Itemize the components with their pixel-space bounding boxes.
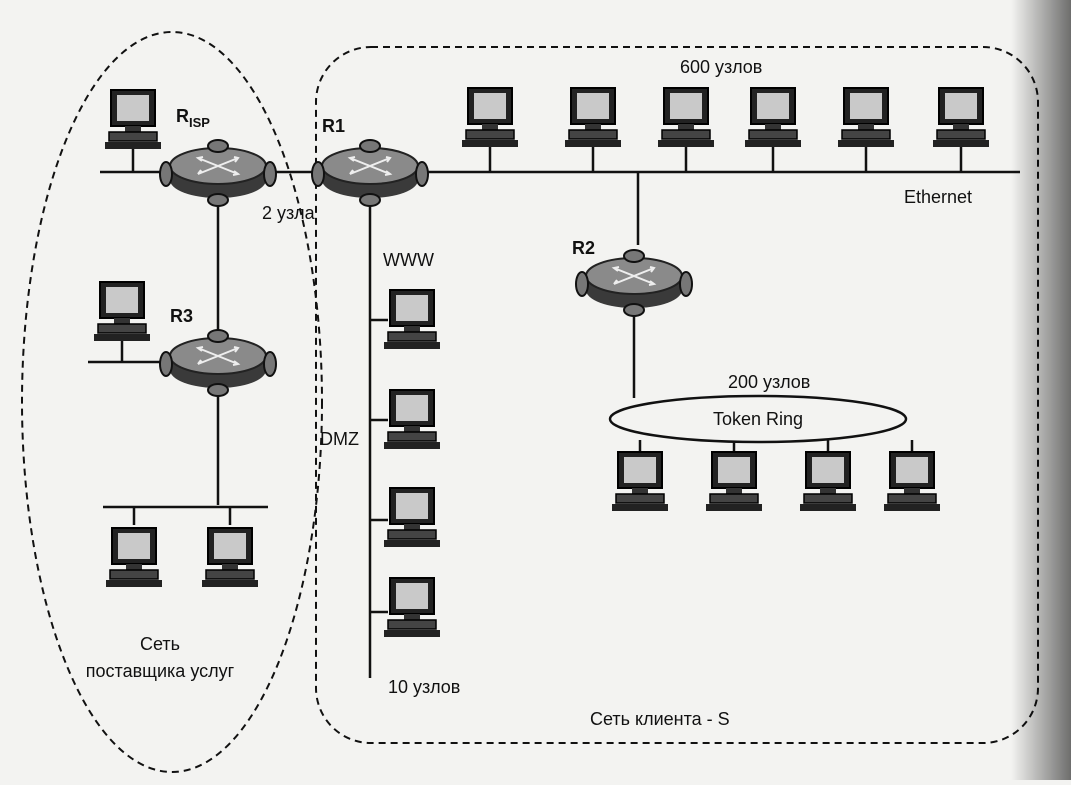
- token-nodes-label: 200 узлов: [728, 372, 810, 392]
- computer: [799, 451, 857, 512]
- router-r1: [311, 139, 429, 207]
- computer: [564, 87, 622, 148]
- computer: [611, 451, 669, 512]
- dmz-server: [383, 487, 441, 548]
- www-server: [383, 289, 441, 350]
- router-r2-label: R2: [572, 238, 595, 258]
- router-r3-label: R3: [170, 306, 193, 326]
- dmz-server: [383, 577, 441, 638]
- computer: [105, 527, 163, 588]
- router-r3: [159, 329, 277, 397]
- router-r-isp: [159, 139, 277, 207]
- computer: [201, 527, 259, 588]
- computer: [932, 87, 990, 148]
- computer: [657, 87, 715, 148]
- dmz-nodes-label: 10 узлов: [388, 677, 460, 697]
- client-network-boundary: [315, 46, 1039, 744]
- token-ring-label: Token Ring: [713, 409, 803, 429]
- computer: [104, 89, 162, 150]
- computer: [93, 281, 151, 342]
- www-label: WWW: [383, 250, 434, 270]
- provider-caption-line2: поставщика услуг: [86, 661, 235, 681]
- page-edge-shadow: [1011, 0, 1071, 780]
- computer: [461, 87, 519, 148]
- link-nodes-label: 2 узла: [262, 203, 316, 223]
- computer: [744, 87, 802, 148]
- dmz-server: [383, 389, 441, 450]
- provider-network-boundary: [21, 31, 323, 773]
- router-r1-label: R1: [322, 116, 345, 136]
- client-network-caption: Сеть клиента - S: [590, 709, 730, 729]
- computer: [837, 87, 895, 148]
- router-r-isp-label: RISP: [176, 106, 210, 130]
- computer: [883, 451, 941, 512]
- dmz-label: DMZ: [320, 429, 359, 449]
- ethernet-nodes-label: 600 узлов: [680, 57, 762, 77]
- router-r2: [575, 249, 693, 317]
- provider-caption-line1: Сеть: [140, 634, 180, 654]
- token-ring: [608, 394, 908, 444]
- ethernet-label: Ethernet: [904, 187, 972, 207]
- computer: [705, 451, 763, 512]
